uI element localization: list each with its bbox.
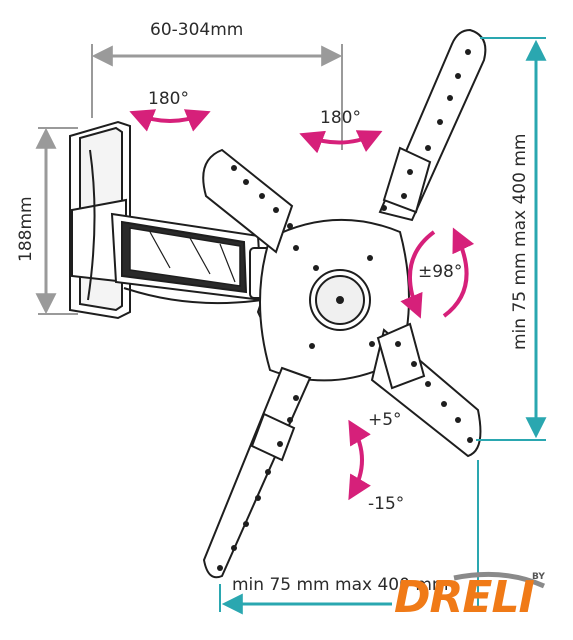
logo-wordmark: DRELI bbox=[394, 572, 535, 623]
central-hub bbox=[309, 269, 371, 331]
height-label: 188mm bbox=[16, 196, 36, 262]
tilt-down-label: -15° bbox=[368, 494, 405, 514]
wall-plate bbox=[69, 120, 131, 320]
logo-swoosh bbox=[396, 571, 560, 631]
vesa-vertical-label: min 75 mm max 400 mm bbox=[510, 133, 530, 350]
swivel-tv-label: 180° bbox=[320, 108, 361, 128]
tilt-arrow bbox=[348, 419, 371, 501]
height-dimension bbox=[35, 127, 78, 315]
vesa-horizontal-dimension bbox=[219, 460, 479, 615]
rotation-label: ±98° bbox=[418, 262, 463, 282]
rotation-arrow bbox=[400, 227, 475, 319]
swivel-wall-arrow bbox=[129, 109, 211, 132]
vesa-vertical-dimension bbox=[476, 37, 547, 441]
dreli-logo: DRELI BY bbox=[394, 571, 564, 636]
swivel-wall-label: 180° bbox=[148, 89, 189, 109]
tilt-up-label: +5° bbox=[368, 410, 402, 430]
swivel-tv-arrow bbox=[299, 130, 383, 154]
vesa-horizontal-label: min 75 mm max 400 mm bbox=[232, 575, 449, 595]
mounting-holes bbox=[217, 49, 473, 571]
arm-length-label: 60-304mm bbox=[150, 20, 244, 40]
logo-by: BY bbox=[532, 572, 545, 582]
